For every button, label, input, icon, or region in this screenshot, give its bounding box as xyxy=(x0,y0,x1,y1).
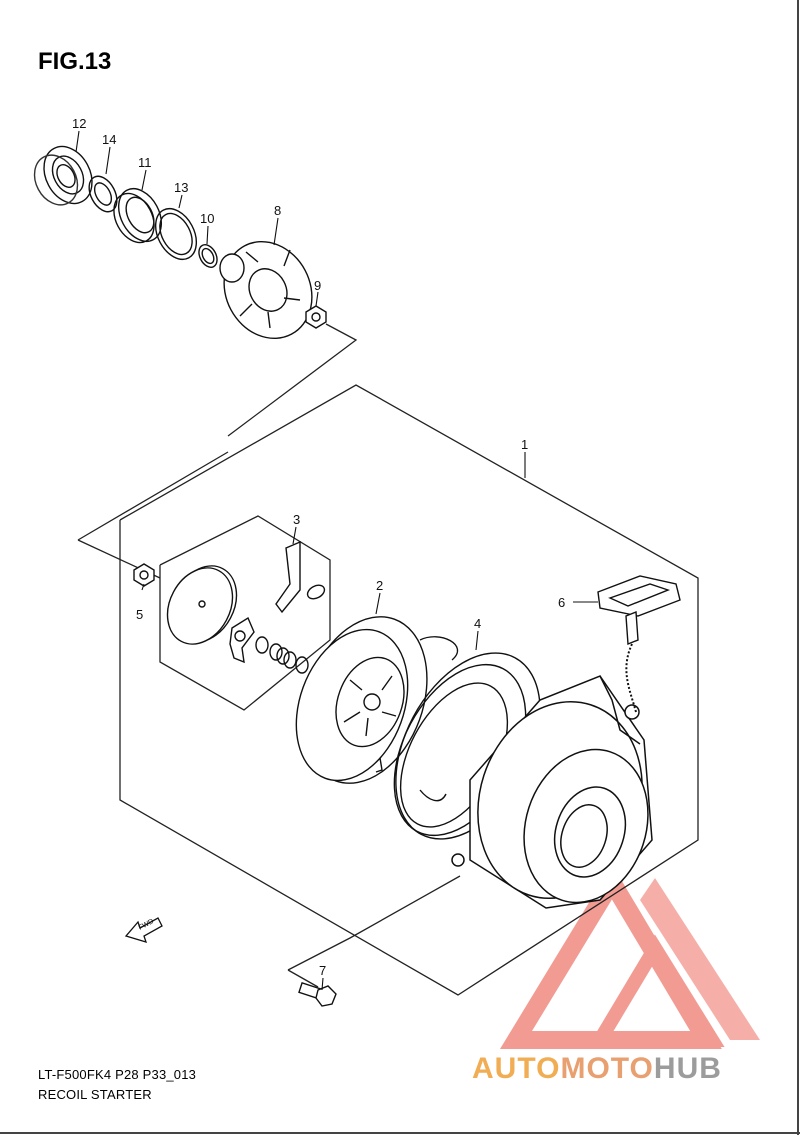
callout-10: 10 xyxy=(200,211,214,226)
callout-12: 12 xyxy=(72,116,86,131)
callout-6: 6 xyxy=(558,595,565,610)
callout-1: 1 xyxy=(521,437,528,452)
friction-plate xyxy=(166,565,238,645)
callout-11: 11 xyxy=(138,155,152,170)
callout-4: 4 xyxy=(474,616,481,631)
watermark-text-auto: AUTO xyxy=(472,1052,561,1085)
callout-9: 9 xyxy=(314,278,321,293)
ratchet-guide xyxy=(229,616,255,664)
callout-labels: 12 14 11 13 10 8 9 1 3 2 4 5 6 7 xyxy=(72,116,565,978)
callout-5: 5 xyxy=(136,607,143,622)
watermark-wordmark: AUTOMOTOHUB xyxy=(472,1052,722,1086)
washer-part-14 xyxy=(88,175,118,213)
forward-arrow: FWD xyxy=(124,917,163,943)
ratchet-pawl xyxy=(275,540,326,614)
callout-2: 2 xyxy=(376,578,383,593)
callout-7: 7 xyxy=(319,963,326,978)
oil-seal-part-11 xyxy=(113,188,163,244)
starter-handle-part-6 xyxy=(597,575,681,646)
recoil-reel-part-2 xyxy=(295,616,428,784)
callout-3: 3 xyxy=(293,512,300,527)
o-ring-part-10 xyxy=(198,244,218,268)
starter-rope xyxy=(625,643,637,713)
spring-washer-set xyxy=(255,636,309,674)
starter-drive-part-8 xyxy=(219,240,313,340)
diagram-caption: RECOIL STARTER xyxy=(38,1087,152,1102)
leader-lines xyxy=(75,130,598,991)
watermark-logo xyxy=(500,864,760,1049)
bolt-part-7 xyxy=(298,981,337,1007)
bearing-part-12 xyxy=(33,145,93,206)
watermark-text-moto: MOTO xyxy=(560,1052,654,1085)
callout-13: 13 xyxy=(174,180,188,195)
figure-title: FIG.13 xyxy=(38,48,112,75)
watermark-text-hub: HUB xyxy=(653,1052,722,1085)
callout-8: 8 xyxy=(274,203,281,218)
page-border-right xyxy=(797,0,799,1135)
nut-part-5 xyxy=(133,563,155,587)
page-border-bottom xyxy=(0,1132,800,1134)
diagram-code: LT-F500FK4 P28 P33_013 xyxy=(38,1067,197,1082)
o-ring-part-13 xyxy=(154,208,198,260)
starter-housing-part-1 xyxy=(451,675,653,909)
callout-14: 14 xyxy=(102,132,116,147)
rope-loop xyxy=(419,636,459,661)
assembly-outline xyxy=(77,323,699,996)
